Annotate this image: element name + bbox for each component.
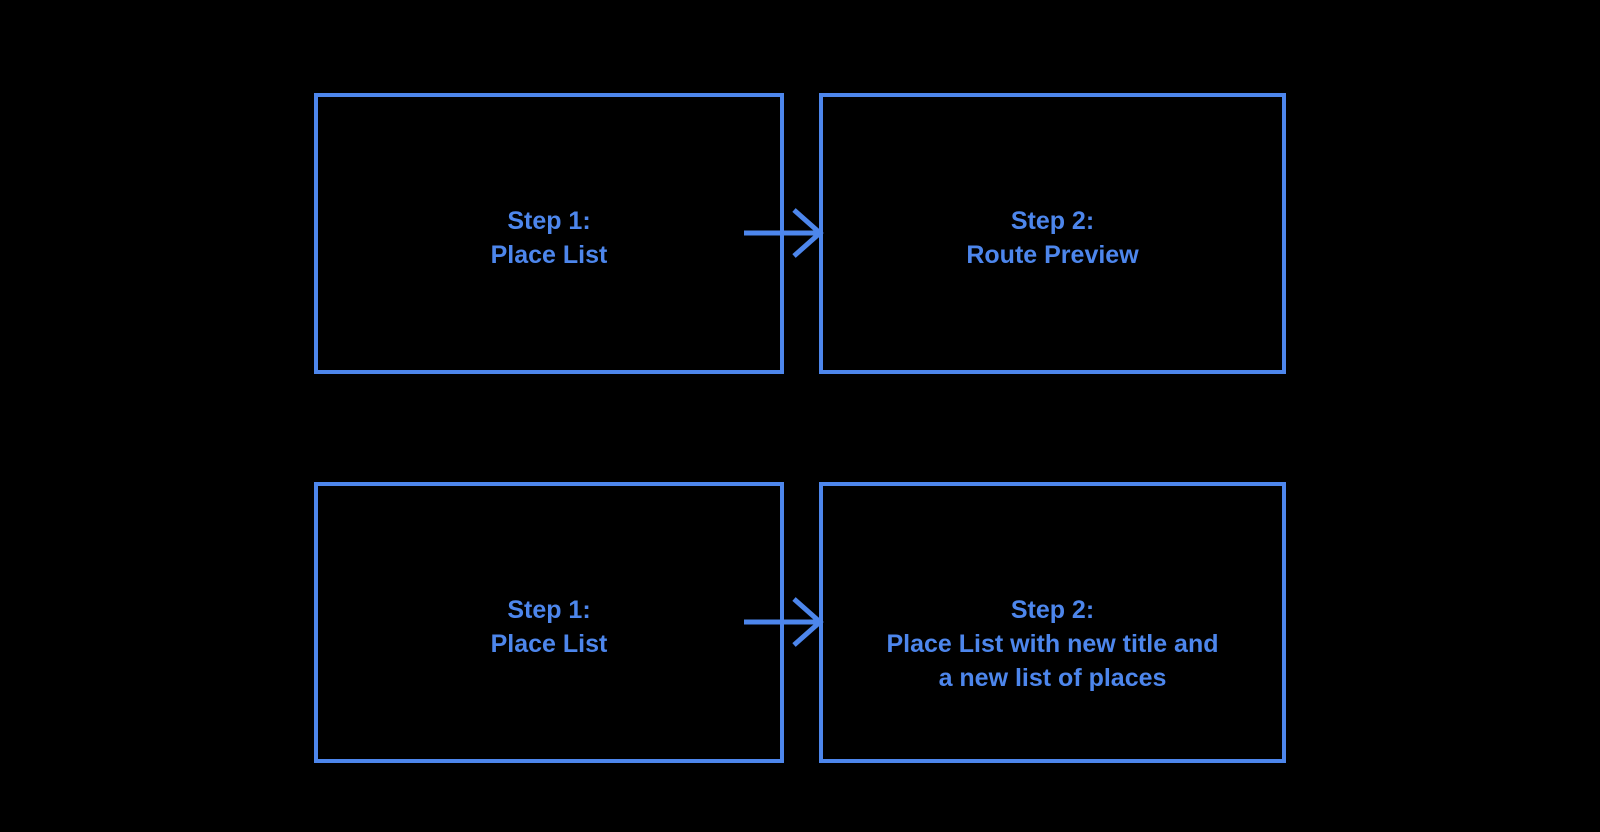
flow-box-step2-new-place-list: Step 2: Place List with new title and a … bbox=[819, 482, 1286, 763]
box-label-line: Step 1: bbox=[507, 207, 591, 235]
box-label-line: Step 2: bbox=[1010, 207, 1095, 235]
box-label-line: Place List bbox=[490, 630, 608, 658]
box-label-line: Step 1: bbox=[507, 596, 591, 624]
flow-box-step1-place-list-2: Step 1: Place List bbox=[314, 482, 784, 763]
box-label-line: Place List with new title and bbox=[886, 630, 1219, 658]
box-label-line: Place List bbox=[490, 241, 608, 269]
box-label-line: Route Preview bbox=[966, 241, 1139, 269]
flow-box-step1-place-list: Step 1: Place List bbox=[314, 93, 784, 374]
box-label-line: a new list of places bbox=[938, 664, 1167, 692]
box-label-line: Step 2: bbox=[1010, 596, 1095, 624]
flow-box-step2-route-preview: Step 2: Route Preview bbox=[819, 93, 1286, 374]
right-arrow-icon bbox=[744, 597, 824, 647]
right-arrow-icon bbox=[744, 208, 824, 258]
